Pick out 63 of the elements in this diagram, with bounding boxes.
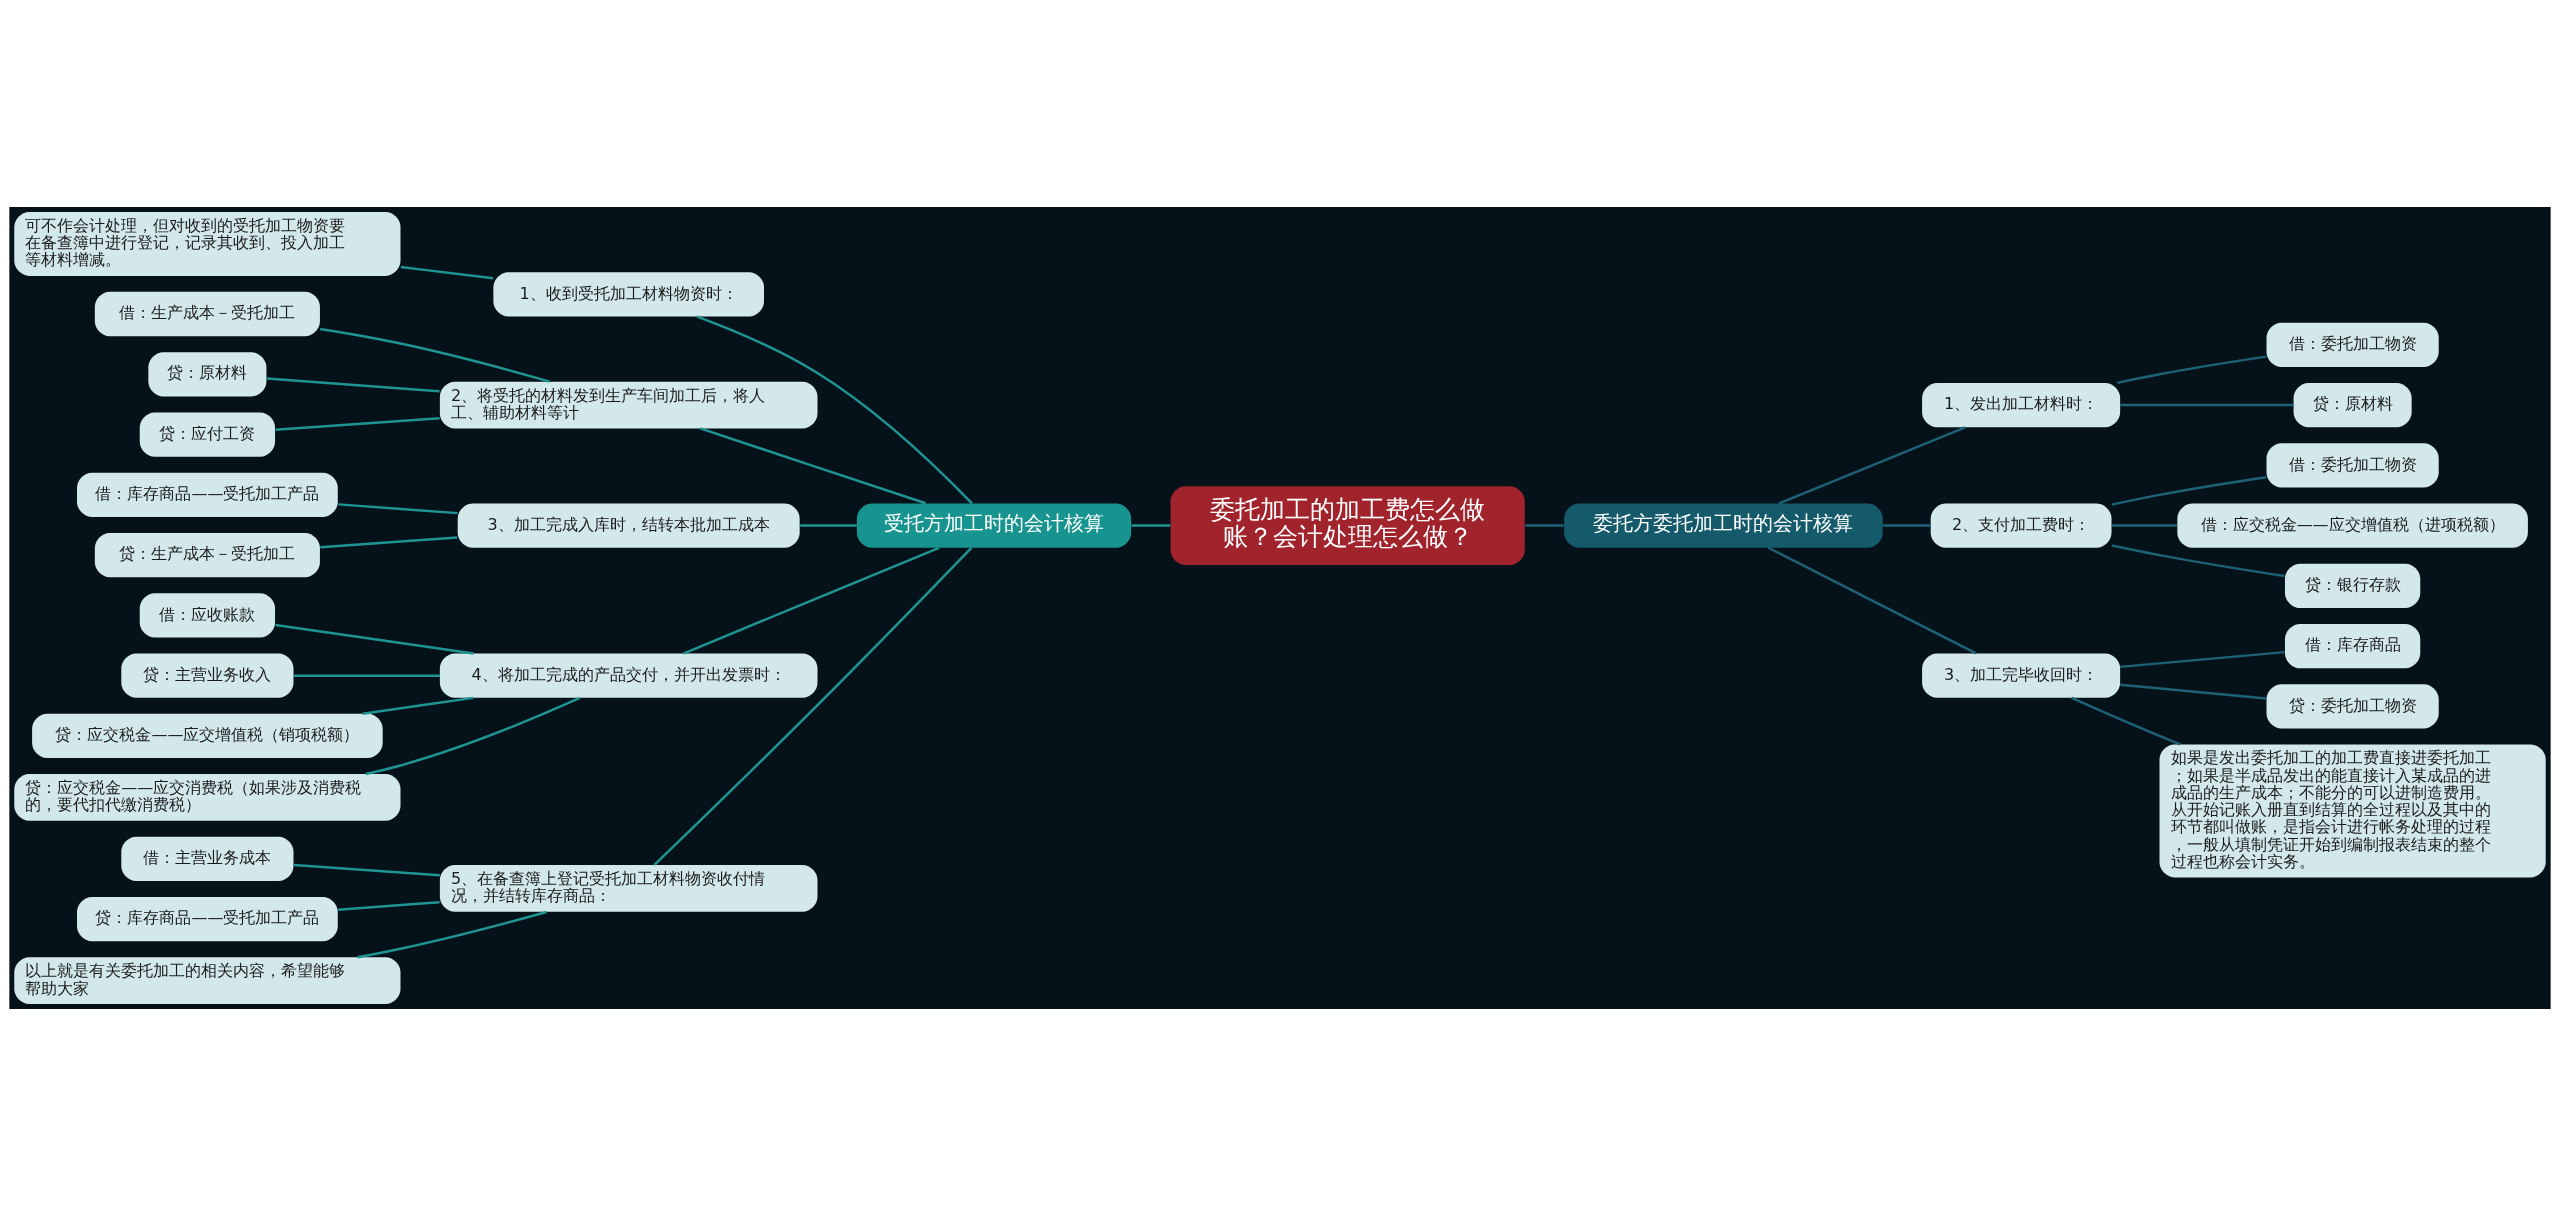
node-box: 委托方委托加工时的会计核算 — [1564, 502, 1883, 548]
connector — [365, 696, 581, 775]
connector — [2111, 523, 2178, 527]
connector — [266, 376, 440, 392]
node-box: 贷：原材料 — [2293, 382, 2412, 427]
node-box: 4、将加工完成的产品交付，并开出发票时： — [439, 653, 818, 698]
connector — [800, 523, 857, 527]
node-box: 委托加工的加工费怎么做账？会计处理怎么做？ — [1170, 485, 1525, 565]
node-box: 借：应收账款 — [139, 592, 276, 637]
node-box: 借：主营业务成本 — [121, 836, 294, 881]
connector — [1131, 523, 1171, 527]
connector — [2111, 475, 2267, 506]
connector — [2120, 650, 2285, 668]
node-box: 借：委托加工物资 — [2266, 442, 2439, 487]
connector — [357, 910, 547, 958]
connector — [653, 546, 973, 866]
node-box: 贷：应付工资 — [139, 411, 276, 457]
connector — [320, 535, 458, 548]
node-box: 1、收到受托加工材料物资时： — [493, 271, 764, 316]
node-box: 贷：原材料 — [148, 351, 267, 396]
connector — [1883, 523, 1931, 527]
connector — [1767, 546, 1977, 654]
node-box: 3、加工完成入库时，结转本批加工成本 — [457, 502, 800, 548]
connector — [699, 426, 927, 504]
node-box: 贷：库存商品——受托加工产品 — [77, 896, 338, 941]
node-box: 借：库存商品 — [2284, 623, 2421, 668]
node-box: 5、在备查簿上登记受托加工材料物资收付情况，并结转库存商品： — [439, 864, 818, 912]
node-box: 借：委托加工物资 — [2266, 322, 2439, 367]
connector — [319, 327, 551, 383]
node-box: 受托方加工时的会计核算 — [856, 502, 1132, 548]
connector — [1778, 425, 1966, 504]
node-box: 借：应交税金——应交增值税（进项税额） — [2177, 502, 2528, 548]
node-box: 贷：银行存款 — [2284, 563, 2421, 608]
node-box: 贷：应交税金——应交消费税（如果涉及消费税的，要代扣代缴消费税） — [14, 773, 401, 821]
connector — [275, 416, 440, 431]
connector — [683, 546, 940, 655]
connector — [338, 900, 440, 911]
connector — [2117, 354, 2267, 384]
node-box: 贷：生产成本－受托加工 — [94, 532, 320, 577]
node-box: 借：生产成本－受托加工 — [94, 291, 320, 336]
node-box: 3、加工完毕收回时： — [1922, 653, 2121, 698]
connector — [400, 265, 494, 279]
connector — [696, 314, 973, 504]
connector — [1525, 523, 1564, 527]
node-box: 1、发出加工材料时： — [1922, 382, 2121, 427]
node-box: 贷：应交税金——应交增值税（销项税额） — [32, 713, 383, 758]
node-box: 2、将受托的材料发到生产车间加工后，将人工、辅助材料等计 — [439, 381, 818, 428]
connector — [2120, 683, 2267, 700]
connector — [2111, 543, 2285, 577]
connector — [2120, 403, 2294, 406]
node-box: 以上就是有关委托加工的相关内容，希望能够帮助大家 — [14, 956, 401, 1004]
node-box: 2、支付加工费时： — [1930, 502, 2112, 548]
connector — [338, 502, 458, 514]
node-box: 贷：主营业务收入 — [121, 653, 294, 698]
connector — [293, 673, 440, 677]
node-box: 贷：委托加工物资 — [2266, 683, 2439, 729]
connector — [293, 863, 440, 876]
connector — [2071, 696, 2181, 746]
node-box: 可不作会计处理，但对收到的受托加工物资要在备查簿中进行登记，记录其收到、投入加工等材料增减。 — [14, 211, 401, 276]
node-box: 借：库存商品——受托加工产品 — [77, 472, 338, 517]
connector — [362, 696, 474, 715]
node-box: 如果是发出委托加工的加工费直接进委托加工；如果是半成品发出的能直接计入某成品的进成品的生产成本；不能分的可以进制造费用。从开始记账入册直到结算的全过程以及其中的环节都叫做账，是指会计进行帐务处理的过程，一般从填制凭证开始到编制报表结束的整个过程也称会计实务。 — [2159, 744, 2546, 877]
connector — [275, 623, 474, 655]
